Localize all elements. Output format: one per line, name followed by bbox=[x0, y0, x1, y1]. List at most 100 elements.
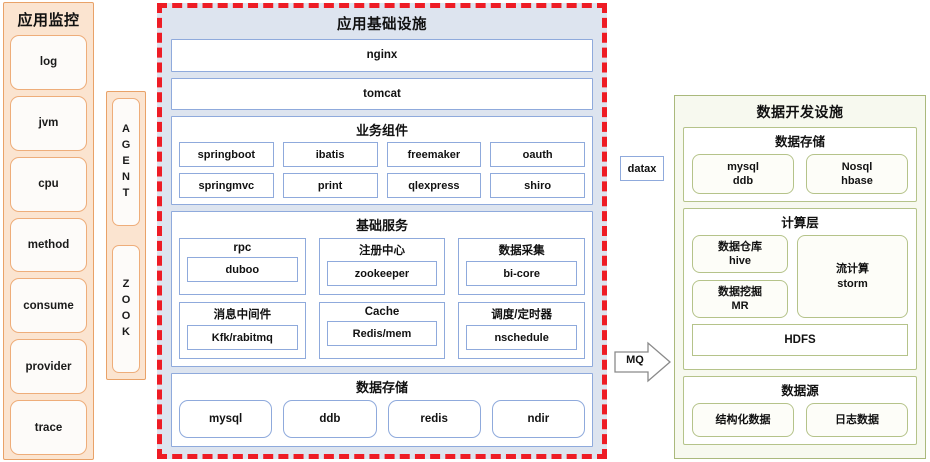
compute-data-warehouse[interactable]: 数据仓库 hive bbox=[692, 235, 788, 273]
dd-source-log-label: 日志数据 bbox=[835, 413, 879, 426]
service-value-bi-core[interactable]: bi-core bbox=[466, 261, 577, 286]
monitor-item-jvm[interactable]: jvm bbox=[10, 95, 87, 151]
service-value-redis-mem[interactable]: Redis/mem bbox=[326, 321, 438, 346]
zook-letter-o1: O bbox=[121, 294, 131, 307]
service-value-zookeeper[interactable]: zookeeper bbox=[326, 261, 438, 286]
component-oauth[interactable]: oauth bbox=[490, 142, 585, 167]
compute-warehouse-main: 数据仓库 bbox=[718, 240, 762, 253]
agent-letter-n: N bbox=[122, 170, 130, 183]
service-title-data-collection: 数据采集 bbox=[498, 245, 545, 257]
monitor-item-consume[interactable]: consume bbox=[10, 278, 87, 334]
service-value-nschedule[interactable]: nschedule bbox=[466, 325, 577, 350]
compute-layer-main: 数据仓库 hive 数据挖掘 MR 流计算 storm bbox=[692, 235, 908, 318]
data-development-panel: 数据开发设施 数据存储 mysql ddb Nosql hbase 计算层 bbox=[674, 95, 926, 459]
dd-storage-mysql-ddb[interactable]: mysql ddb bbox=[692, 154, 794, 194]
dd-source-structured[interactable]: 结构化数据 bbox=[692, 403, 794, 437]
compute-left-column: 数据仓库 hive 数据挖掘 MR bbox=[692, 235, 788, 318]
dd-storage-title: 数据存储 bbox=[774, 135, 825, 149]
dd-storage-row: mysql ddb Nosql hbase bbox=[692, 154, 908, 194]
service-card-message-middleware: 消息中间件 Kfk/rabitmq bbox=[179, 302, 306, 359]
zook-chip[interactable]: Z O O K bbox=[112, 245, 140, 373]
app-infrastructure-title: 应用基础设施 bbox=[337, 17, 427, 33]
zook-letter-z: Z bbox=[122, 278, 130, 291]
data-development-title: 数据开发设施 bbox=[756, 104, 844, 120]
compute-mining-main: 数据挖掘 bbox=[718, 285, 762, 298]
compute-hdfs[interactable]: HDFS bbox=[692, 324, 908, 356]
compute-stream-main: 流计算 bbox=[836, 263, 869, 276]
storage-mysql[interactable]: mysql bbox=[179, 400, 273, 438]
app-infrastructure-panel: 应用基础设施 nginx tomcat 业务组件 springboot ibat… bbox=[157, 3, 607, 459]
base-services-group: 基础服务 rpc duboo 注册中心 zookeeper 数据采集 bi-co… bbox=[171, 211, 593, 367]
monitor-panel: 应用监控 log jvm cpu method consume provider… bbox=[3, 2, 94, 460]
compute-data-mining[interactable]: 数据挖掘 MR bbox=[692, 280, 788, 318]
service-card-cache: Cache Redis/mem bbox=[318, 302, 446, 359]
agent-letter-t: T bbox=[122, 186, 130, 199]
monitor-item-trace[interactable]: trace bbox=[10, 400, 87, 456]
center-storage-grid: mysql ddb redis ndir bbox=[179, 400, 585, 438]
agent-letter-g: G bbox=[121, 139, 131, 152]
agent-letter-a: A bbox=[122, 123, 130, 136]
dd-storage-mysql-sub: ddb bbox=[732, 175, 754, 187]
service-value-kfk-rabitmq[interactable]: Kfk/rabitmq bbox=[187, 325, 298, 350]
dd-source-row: 结构化数据 日志数据 bbox=[692, 403, 908, 437]
component-qlexpress[interactable]: qlexpress bbox=[386, 173, 482, 198]
business-components-title: 业务组件 bbox=[355, 123, 408, 138]
zook-letter-k: K bbox=[122, 325, 130, 338]
compute-layer-group: 计算层 数据仓库 hive 数据挖掘 MR 流计算 storm bbox=[683, 208, 917, 370]
arrow-right-icon bbox=[614, 341, 671, 383]
service-card-registry: 注册中心 zookeeper bbox=[318, 238, 446, 295]
dd-storage-nosql-sub: hbase bbox=[841, 175, 873, 187]
service-card-scheduler: 调度/定时器 nschedule bbox=[458, 302, 585, 359]
agent-letter-e: E bbox=[122, 155, 130, 168]
component-shiro[interactable]: shiro bbox=[490, 173, 585, 198]
center-storage-group: 数据存储 mysql ddb redis ndir bbox=[171, 373, 593, 447]
component-springboot[interactable]: springboot bbox=[179, 142, 274, 167]
service-title-rpc: rpc bbox=[233, 242, 252, 254]
service-title-registry: 注册中心 bbox=[358, 245, 405, 257]
compute-mining-sub: MR bbox=[731, 300, 749, 312]
monitor-item-log[interactable]: log bbox=[10, 35, 87, 90]
compute-warehouse-sub: hive bbox=[728, 255, 751, 267]
storage-ndir[interactable]: ndir bbox=[491, 400, 585, 438]
component-freemaker[interactable]: freemaker bbox=[386, 142, 482, 167]
agent-chip[interactable]: A G E N T bbox=[112, 98, 140, 226]
component-springmvc[interactable]: springmvc bbox=[179, 173, 274, 198]
dd-source-log[interactable]: 日志数据 bbox=[806, 403, 908, 437]
storage-ddb[interactable]: ddb bbox=[283, 400, 377, 438]
compute-layer-title: 计算层 bbox=[781, 216, 819, 230]
dd-storage-nosql-hbase[interactable]: Nosql hbase bbox=[806, 154, 908, 194]
monitor-item-list: log jvm cpu method consume provider trac… bbox=[10, 35, 87, 456]
component-print[interactable]: print bbox=[282, 173, 378, 198]
compute-stream-processing[interactable]: 流计算 storm bbox=[797, 235, 908, 318]
service-card-data-collection: 数据采集 bi-core bbox=[458, 238, 585, 295]
nginx-box[interactable]: nginx bbox=[171, 39, 593, 72]
service-value-duboo[interactable]: duboo bbox=[187, 257, 298, 282]
zook-letter-o2: O bbox=[121, 310, 131, 322]
service-title-cache: Cache bbox=[364, 306, 400, 318]
compute-stream-sub: storm bbox=[837, 277, 868, 290]
component-ibatis[interactable]: ibatis bbox=[282, 142, 378, 167]
business-components-grid: springboot ibatis freemaker oauth spring… bbox=[179, 142, 585, 198]
dd-storage-mysql-main: mysql bbox=[727, 160, 759, 173]
dd-source-title: 数据源 bbox=[781, 384, 819, 398]
mq-label: MQ bbox=[626, 354, 644, 366]
tomcat-box[interactable]: tomcat bbox=[171, 77, 593, 110]
monitor-item-cpu[interactable]: cpu bbox=[10, 156, 87, 212]
service-title-message-middleware: 消息中间件 bbox=[213, 309, 272, 321]
base-services-grid: rpc duboo 注册中心 zookeeper 数据采集 bi-core 消息… bbox=[179, 238, 585, 359]
service-card-rpc: rpc duboo bbox=[179, 238, 306, 295]
monitor-item-provider[interactable]: provider bbox=[10, 339, 87, 395]
dd-storage-nosql-main: Nosql bbox=[841, 160, 873, 173]
mq-arrow-connector[interactable]: MQ bbox=[614, 341, 672, 383]
dd-source-structured-label: 结构化数据 bbox=[715, 413, 771, 426]
monitor-item-method[interactable]: method bbox=[10, 217, 87, 273]
center-storage-title: 数据存储 bbox=[355, 380, 408, 395]
dd-source-group: 数据源 结构化数据 日志数据 bbox=[683, 376, 917, 445]
service-title-scheduler: 调度/定时器 bbox=[491, 309, 552, 321]
dd-storage-group: 数据存储 mysql ddb Nosql hbase bbox=[683, 127, 917, 202]
monitor-panel-title: 应用监控 bbox=[17, 12, 80, 29]
base-services-title: 基础服务 bbox=[355, 218, 408, 233]
business-components-group: 业务组件 springboot ibatis freemaker oauth s… bbox=[171, 116, 593, 205]
storage-redis[interactable]: redis bbox=[387, 400, 481, 438]
datax-connector[interactable]: datax bbox=[620, 156, 664, 181]
